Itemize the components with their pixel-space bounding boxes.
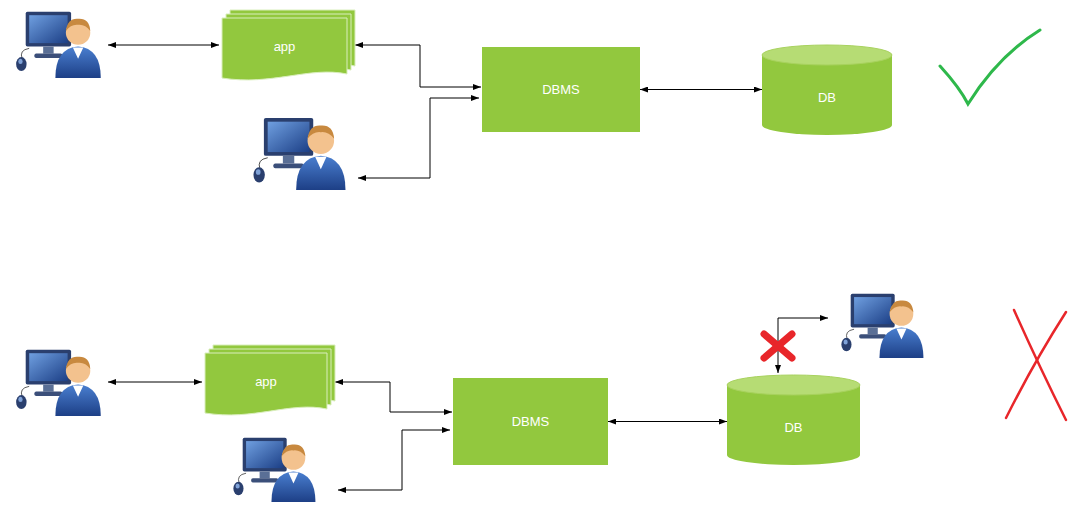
dbms-box: DBMS [453,378,608,465]
cross-mark [1006,310,1066,420]
database-cylinder: DB [727,375,860,465]
node-label: DB [818,90,836,106]
database-cylinder: DB [762,45,892,135]
dbms-box: DBMS [482,47,640,132]
node-label: app [255,374,277,390]
node-outline [727,375,860,465]
connector-arrow [640,89,762,90]
user-icon [233,438,315,502]
user-icon [253,118,345,190]
blocked-cross [764,334,792,358]
node-label: app [274,39,296,55]
node-outline [762,45,892,135]
app-box: app [222,10,355,82]
user-icon [16,350,101,416]
node-label: DBMS [512,414,550,430]
node-label: DB [784,420,802,436]
user-wire [338,430,450,490]
user-wire [778,318,828,373]
user-icon [841,294,923,358]
connector-arrow [608,421,727,422]
user-wire [358,98,479,178]
check-mark [940,30,1040,104]
node-label: DBMS [542,82,580,98]
user-wire [108,382,202,383]
connector-arrow [335,382,452,412]
connector-arrow [355,45,481,87]
user-icon [16,12,101,78]
user-wire [108,45,219,46]
app-box: app [205,345,335,417]
